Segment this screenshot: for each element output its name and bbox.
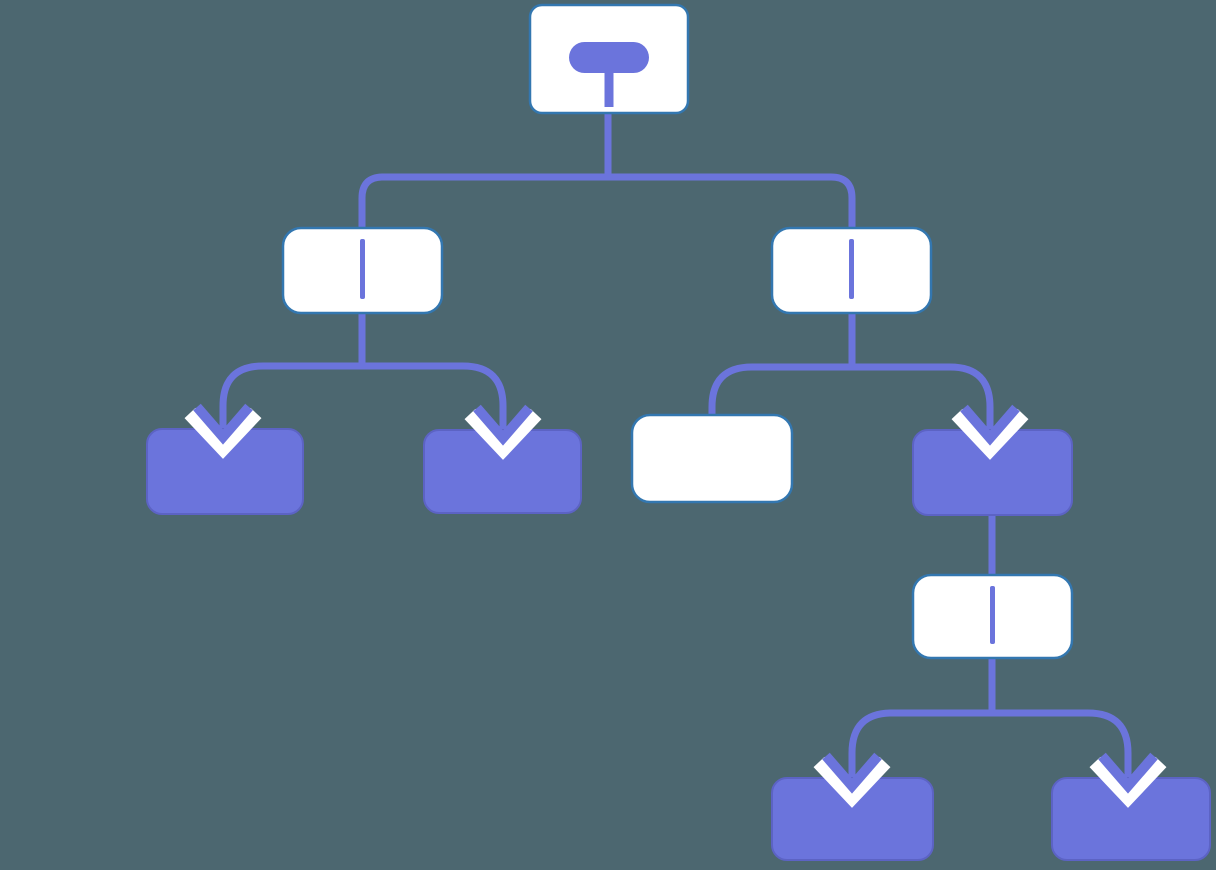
chevron-halo-arrow-leaf-d [813, 756, 891, 808]
arrow-down-icon-arrow-leaf-b [473, 404, 533, 446]
arrow-down-icon-arrow-leaf-a [193, 403, 253, 445]
diagram-nodes [146, 3, 1211, 861]
pass-through-line-icon [849, 239, 854, 299]
connector-edge-split-top [358, 173, 856, 229]
arrow-down-icon-arrow-leaf-c [960, 404, 1020, 446]
connector-edge-split-left [219, 362, 507, 431]
chevron-halo-arrow-leaf-e [1089, 756, 1167, 808]
arrow-down-icon-arrow-leaf-d [822, 752, 882, 794]
chevron-halo-arrow-leaf-c [951, 408, 1029, 460]
node-box-empty-child[interactable] [630, 413, 794, 504]
arrow-down-icon-arrow-leaf-e [1098, 752, 1158, 794]
root-stem-icon [604, 69, 614, 107]
connector-edge-split-right [708, 363, 994, 432]
arrowheads [184, 403, 1167, 808]
connector-edge-split-bottom [848, 709, 1132, 780]
chevron-halo-arrow-leaf-b [464, 408, 542, 460]
pass-through-line-icon [360, 239, 365, 299]
node-empty-child[interactable] [630, 413, 794, 504]
chevron-halo-arrow-leaf-a [184, 407, 262, 459]
connector-edges [219, 112, 1132, 780]
pass-through-line-icon [990, 586, 995, 644]
node-icons [360, 42, 995, 644]
root-pill-icon [569, 42, 649, 73]
